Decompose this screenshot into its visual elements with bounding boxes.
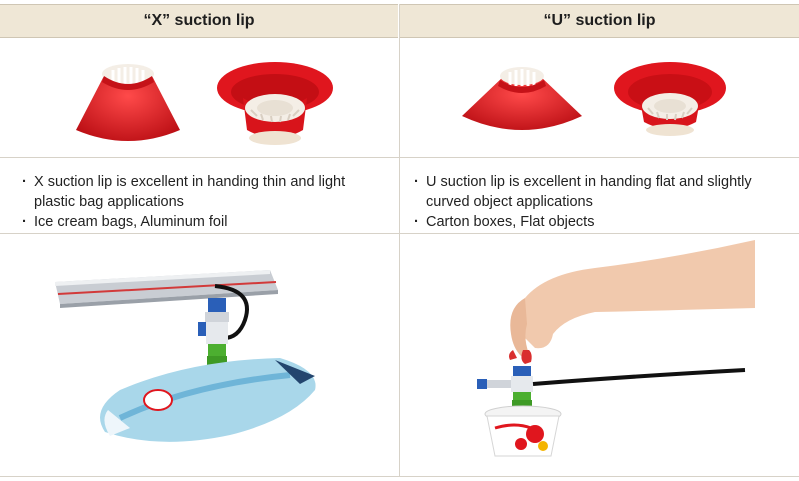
row-divider-2 [0, 233, 799, 234]
x-lip-bullet-1: X suction lip is excellent in handing th… [20, 172, 390, 212]
x-lip-bullet-2: Ice cream bags, Aluminum foil [20, 212, 390, 232]
x-lip-cup-side-icon [76, 64, 180, 141]
x-lip-cup-top-icon [217, 62, 333, 145]
column-divider [399, 4, 400, 476]
row-divider-bottom [0, 476, 799, 477]
x-lip-bag-gripper-illustration [55, 270, 316, 442]
row-divider-1 [0, 157, 799, 158]
u-lip-bullet-1: U suction lip is excellent in handing fl… [412, 172, 792, 212]
u-lip-cup-top-icon [614, 62, 726, 136]
u-lip-bullet-2: Carton boxes, Flat objects [412, 212, 792, 232]
u-lip-description: U suction lip is excellent in handing fl… [412, 172, 792, 232]
u-lip-hand-cup-illustration [477, 240, 755, 457]
u-lip-cup-side-icon [462, 67, 582, 130]
column-header-u-lip: “U” suction lip [400, 4, 799, 38]
x-lip-description: X suction lip is excellent in handing th… [20, 172, 390, 232]
column-header-x-lip: “X” suction lip [0, 4, 398, 38]
